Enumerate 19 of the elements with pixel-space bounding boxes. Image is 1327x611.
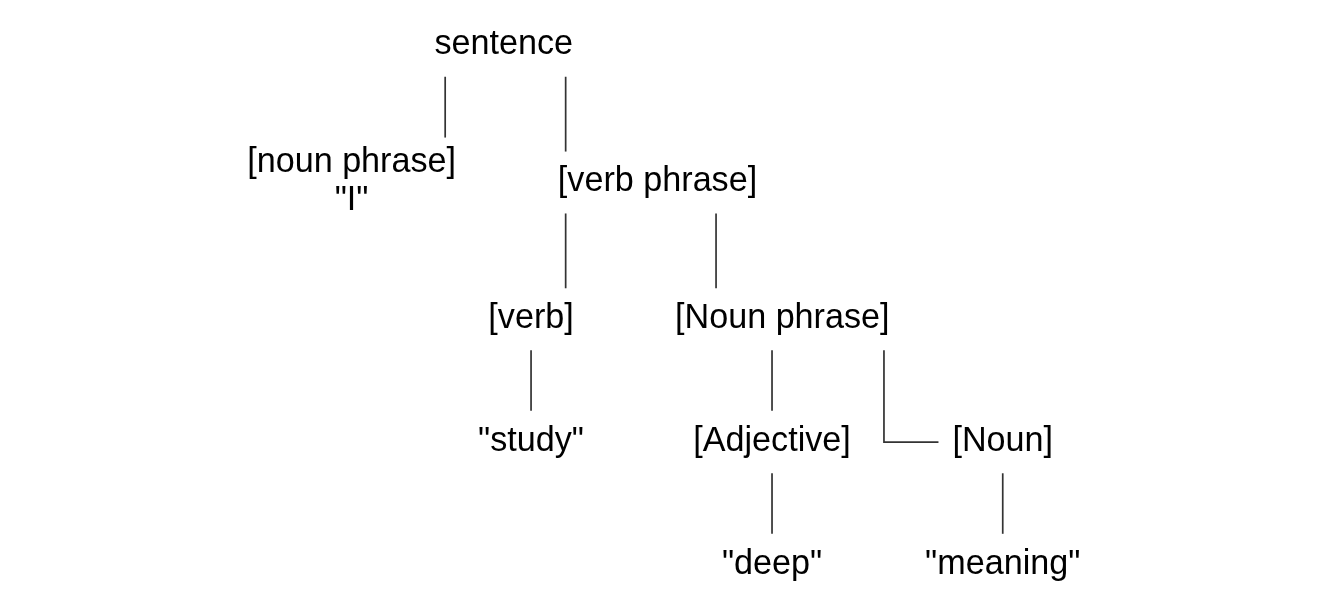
connector	[444, 75, 447, 139]
connector	[530, 349, 532, 412]
node-text: sentence	[434, 23, 574, 62]
node-text: "deep"	[721, 542, 823, 581]
node-text: [Noun]	[952, 419, 1054, 458]
node-text: [noun phrase] "I"	[247, 141, 457, 217]
connector	[883, 349, 940, 444]
node-text: [Adjective]	[693, 419, 851, 458]
node-text: [Noun phrase]	[674, 296, 890, 335]
connector	[771, 472, 773, 535]
connector	[564, 75, 567, 153]
node-text: "study"	[478, 419, 584, 458]
connector	[715, 212, 717, 290]
connector	[771, 349, 773, 412]
connector	[1001, 472, 1004, 535]
connector	[564, 212, 567, 290]
node-text: [verb phrase]	[557, 160, 758, 198]
node-text: "meaning"	[925, 542, 1081, 581]
node-text: [verb]	[488, 296, 574, 335]
